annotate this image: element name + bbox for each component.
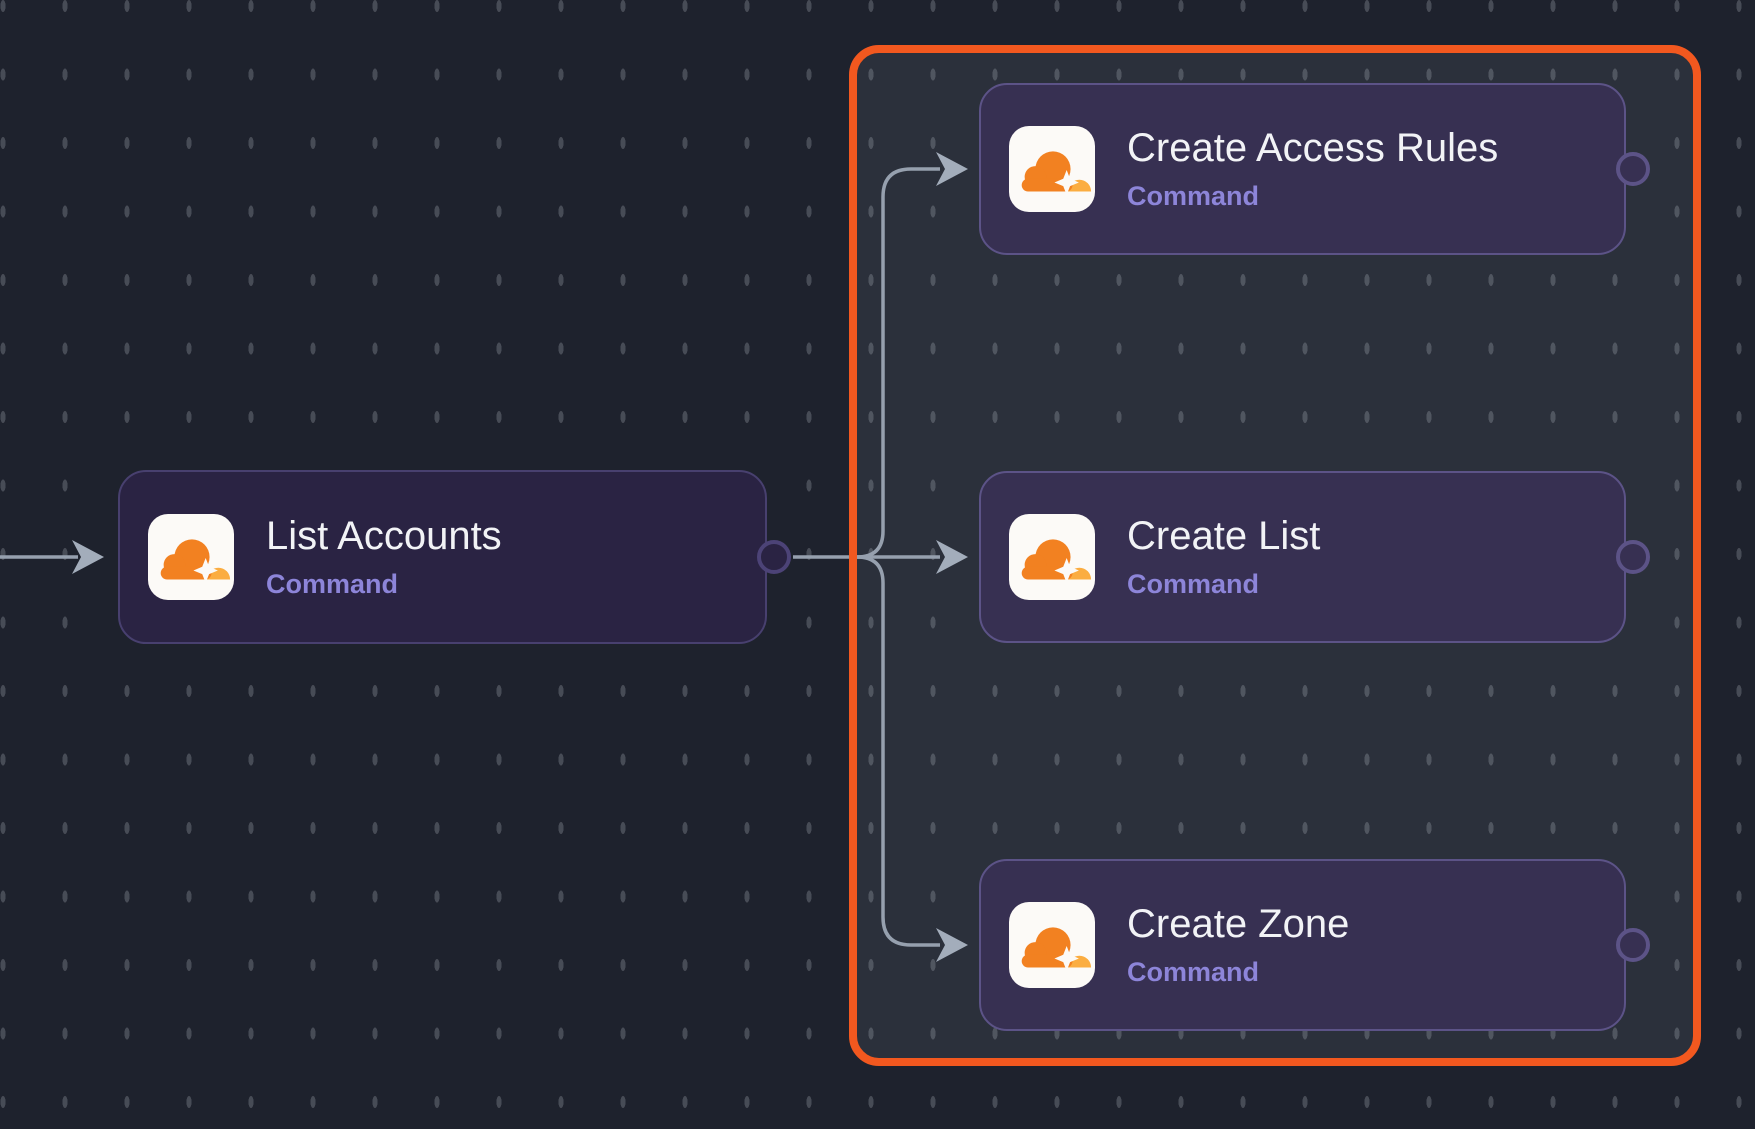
node-text: Create List Command xyxy=(1127,514,1320,599)
edge-arrowhead xyxy=(936,540,968,574)
output-port[interactable] xyxy=(1616,152,1650,186)
edge-list-accounts-to-create-access-rules[interactable] xyxy=(856,152,968,559)
node-text: Create Access Rules Command xyxy=(1127,126,1498,211)
edge-list-accounts-to-create-zone[interactable] xyxy=(856,555,968,962)
cloudflare-icon xyxy=(148,514,234,600)
node-create-list[interactable]: Create List Command xyxy=(979,471,1650,643)
cloudflare-icon xyxy=(1009,126,1095,212)
edge-arrowhead xyxy=(936,928,968,962)
node-subtitle: Command xyxy=(266,569,399,600)
node-subtitle: Command xyxy=(1127,181,1260,212)
node-title: Create Zone xyxy=(1127,902,1350,947)
node-subtitle: Command xyxy=(1127,957,1260,988)
node-create-zone[interactable]: Create Zone Command xyxy=(979,859,1650,1031)
output-port[interactable] xyxy=(1616,928,1650,962)
node-text: List Accounts Command xyxy=(266,514,502,599)
cloudflare-icon xyxy=(1009,902,1095,988)
node-list-accounts[interactable]: List Accounts Command xyxy=(118,470,791,644)
output-port[interactable] xyxy=(1616,540,1650,574)
edge-arrowhead xyxy=(936,152,968,186)
node-title: Create Access Rules xyxy=(1127,126,1499,171)
cloudflare-icon xyxy=(1009,514,1095,600)
edge-incoming[interactable] xyxy=(0,540,104,574)
node-title: Create List xyxy=(1127,514,1321,559)
node-subtitle: Command xyxy=(1127,569,1260,600)
edge-arrowhead xyxy=(72,540,104,574)
output-port[interactable] xyxy=(757,540,791,574)
node-text: Create Zone Command xyxy=(1127,902,1349,987)
node-create-access-rules[interactable]: Create Access Rules Command xyxy=(979,83,1650,255)
node-title: List Accounts xyxy=(266,514,502,559)
